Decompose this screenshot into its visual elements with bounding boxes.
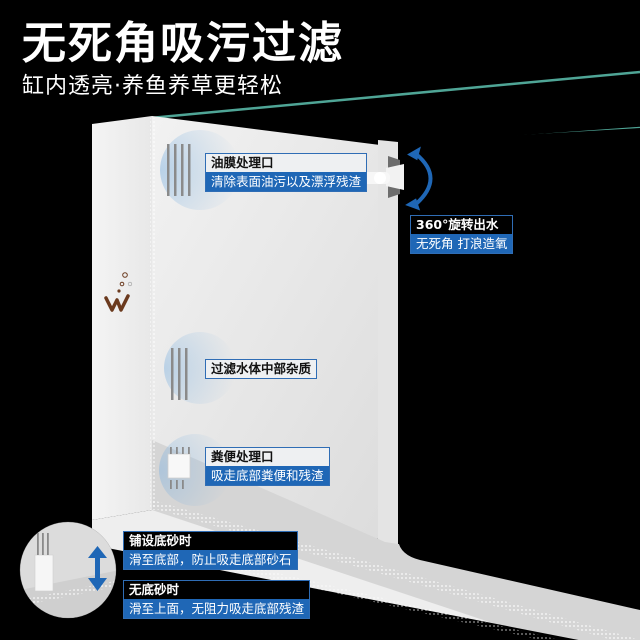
callout-title: 无底砂时	[124, 581, 310, 599]
brand-logo	[104, 272, 133, 312]
guide-line-top	[149, 70, 640, 120]
vertical-double-arrow-icon	[88, 546, 107, 591]
callout-with-sand: 铺设底砂时 滑至底部，防止吸走底部砂石	[123, 531, 298, 570]
callout-waste: 粪便处理口 吸走底部粪便和残渣	[205, 447, 330, 486]
callout-desc: 无死角 打浪造氧	[411, 234, 513, 253]
callout-desc: 滑至底部，防止吸走底部砂石	[124, 550, 297, 569]
callout-title: 铺设底砂时	[124, 532, 297, 550]
rotating-outlet-nozzle	[362, 156, 404, 198]
mid-filter-intake	[164, 332, 236, 404]
callout-title: 油膜处理口	[206, 154, 367, 172]
callout-oil-film: 油膜处理口 清除表面油污以及漂浮残渣	[205, 153, 368, 192]
headline: 无死角吸污过滤	[22, 18, 344, 69]
callout-title: 过滤水体中部杂质	[206, 360, 317, 378]
subheadline: 缸内透亮·养鱼养草更轻松	[22, 74, 283, 99]
callout-rotation: 360°旋转出水 无死角 打浪造氧	[410, 215, 514, 254]
callout-desc: 吸走底部粪便和残渣	[206, 466, 329, 485]
callout-desc: 清除表面油污以及漂浮残渣	[206, 172, 367, 191]
callout-no-sand: 无底砂时 滑至上面，无阻力吸走底部残渣	[123, 580, 311, 619]
callout-title: 360°旋转出水	[411, 216, 513, 234]
callout-mid-filter: 过滤水体中部杂质	[205, 359, 318, 379]
callout-desc: 滑至上面，无阻力吸走底部残渣	[124, 599, 310, 618]
callout-title: 粪便处理口	[206, 448, 329, 466]
curved-double-arrow-icon	[405, 146, 433, 211]
